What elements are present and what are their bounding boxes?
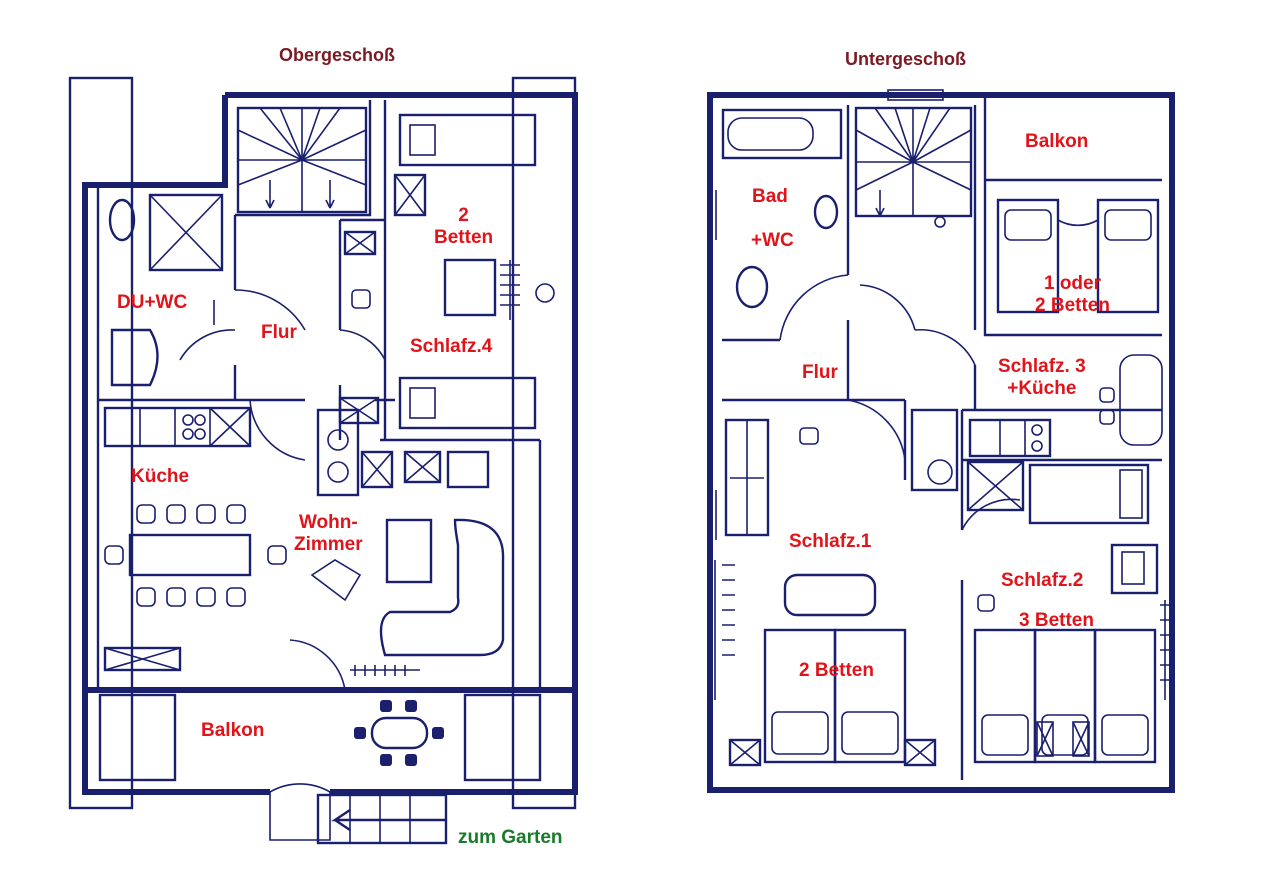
upper-floor-plan (68, 76, 578, 845)
room-label-1-oder-2-betten: 1 oder 2 Betten (1035, 273, 1110, 316)
room-label-bad: Bad (752, 186, 788, 207)
room-label-balkon-upper: Balkon (201, 720, 265, 741)
room-label-schlafz1: Schlafz.1 (789, 531, 872, 552)
lower-floor-plan (707, 89, 1175, 793)
room-label-2-betten-upper: 2 Betten (434, 205, 494, 248)
room-label-3-betten: 3 Betten (1019, 610, 1094, 631)
upper-floor-title: Obergeschoß (279, 45, 396, 65)
room-label-schlafz3: Schlafz. 3 +Küche (998, 356, 1086, 399)
room-label-kueche: Küche (131, 466, 190, 487)
room-label-wohnzimmer: Wohn- Zimmer (294, 512, 363, 555)
room-label-wc-lower: +WC (751, 230, 794, 251)
room-label-flur-lower: Flur (802, 362, 838, 383)
room-label-schlafz2: Schlafz.2 (1001, 570, 1084, 591)
room-label-2-betten-lower: 2 Betten (799, 660, 874, 681)
exit-label-zum-garten: zum Garten (458, 827, 563, 848)
room-label-balkon-lower: Balkon (1025, 131, 1089, 152)
room-label-du-wc: DU+WC (117, 292, 188, 313)
room-label-flur-upper: Flur (261, 322, 297, 343)
room-label-schlafz4: Schlafz.4 (410, 336, 493, 357)
lower-floor-title: Untergeschoß (845, 49, 967, 69)
